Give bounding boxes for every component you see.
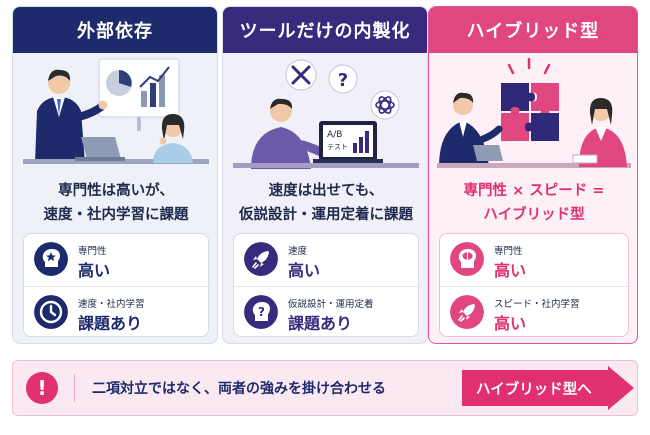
summary-line: 仮説設計・運用定着に課題 [239,207,413,223]
laptop: A/B テスト [313,121,383,163]
metrics-panel: 専門性 高い スピード・社内学習 高い [439,233,630,338]
metric-value: 高い [494,261,527,280]
metrics-panel: 専門性 高い 速度・社内学習 課題あり [23,233,210,338]
cta-label: ハイブリッド型へ [476,382,592,398]
ab-test-label: テスト [327,143,348,151]
consultant-person [35,69,108,163]
metric-value: 高い [494,314,527,333]
pie-chart-icon [106,70,132,96]
metric-value: 高い [78,261,111,280]
exclamation-icon: ! [26,372,58,404]
card-summary: 速度は出せても、 仮説設計・運用定着に課題 [223,179,427,227]
card-tool-only-inhouse: ツールだけの内製化 ? A/B テスト [222,6,428,344]
metric-speed-learning: 速度・社内学習 課題あり [24,286,210,338]
svg-text:?: ? [258,305,265,319]
rocket-icon [450,295,484,329]
metric-value: 課題あり [288,314,353,333]
metric-value: 課題あり [78,314,143,333]
brain-star-icon [34,242,68,276]
tools-bubble-icon [285,59,317,91]
bar-chart-icon [139,66,170,107]
arrow-shape-icon [462,366,634,410]
metric-label: 仮説設計・運用定着 [288,299,374,310]
metrics-panel: 速度 高い ? 仮説設計・運用定着 課題あり [233,233,420,338]
metric-speed: 速度 高い [234,234,420,286]
question-bubble-icon: ? [328,64,358,94]
banner-message: 二項対立ではなく、両者の強みを掛け合わせる [92,381,386,397]
card-title: ツールだけの内製化 [223,7,427,53]
metric-label: 専門性 [78,246,107,257]
metric-label: 速度・社内学習 [78,299,145,310]
laptop [75,137,125,161]
summary-line: 専門性は高いが、 [58,183,174,199]
card-external-dependency: 外部依存 [12,6,218,344]
card-summary: 専門性 × スピード = ハイブリッド型 [429,179,637,227]
card-hybrid: ハイブリッド型 [428,6,638,344]
metric-hypothesis-operation: ? 仮説設計・運用定着 課題あり [234,286,420,338]
laptop [473,145,503,161]
puzzle-icon [501,83,559,141]
metric-label: 速度 [288,246,308,257]
metric-value: 高い [288,261,321,280]
metric-expertise: 専門性 高い [440,234,630,286]
metric-label: 専門性 [494,246,523,257]
metric-label: スピード・社内学習 [494,299,580,310]
worker-person [251,98,328,169]
hybrid-cta-arrow[interactable]: ハイブリッド型へ [462,366,636,410]
brain-icon [450,242,484,276]
summary-line: 速度は出せても、 [268,183,384,199]
clock-icon [34,295,68,329]
client-person [153,113,193,163]
card-title: 外部依存 [13,7,217,53]
rocket-icon [244,242,278,276]
metric-speed-learning: スピード・社内学習 高い [440,286,630,338]
sparkle-lines [507,57,551,75]
metric-expertise: 専門性 高い [24,234,210,286]
inhouse-worker-illustration: ? A/B テスト [233,59,419,169]
ab-test-label: A/B [327,130,342,140]
svg-text:?: ? [338,70,348,91]
client-person [572,97,627,167]
atom-bubble-icon [370,90,400,120]
card-title: ハイブリッド型 [429,7,637,53]
question-head-icon: ? [244,295,278,329]
divider [74,374,75,402]
hybrid-puzzle-illustration [437,57,631,168]
summary-line: 専門性 × スピード = [463,183,605,199]
summary-line: ハイブリッド型 [483,207,585,223]
card-summary: 専門性は高いが、 速度・社内学習に課題 [13,179,217,227]
conclusion-banner: ! 二項対立ではなく、両者の強みを掛け合わせる ハイブリッド型へ [12,360,638,416]
consultant-meeting-illustration [23,58,209,164]
summary-line: 速度・社内学習に課題 [43,207,189,223]
